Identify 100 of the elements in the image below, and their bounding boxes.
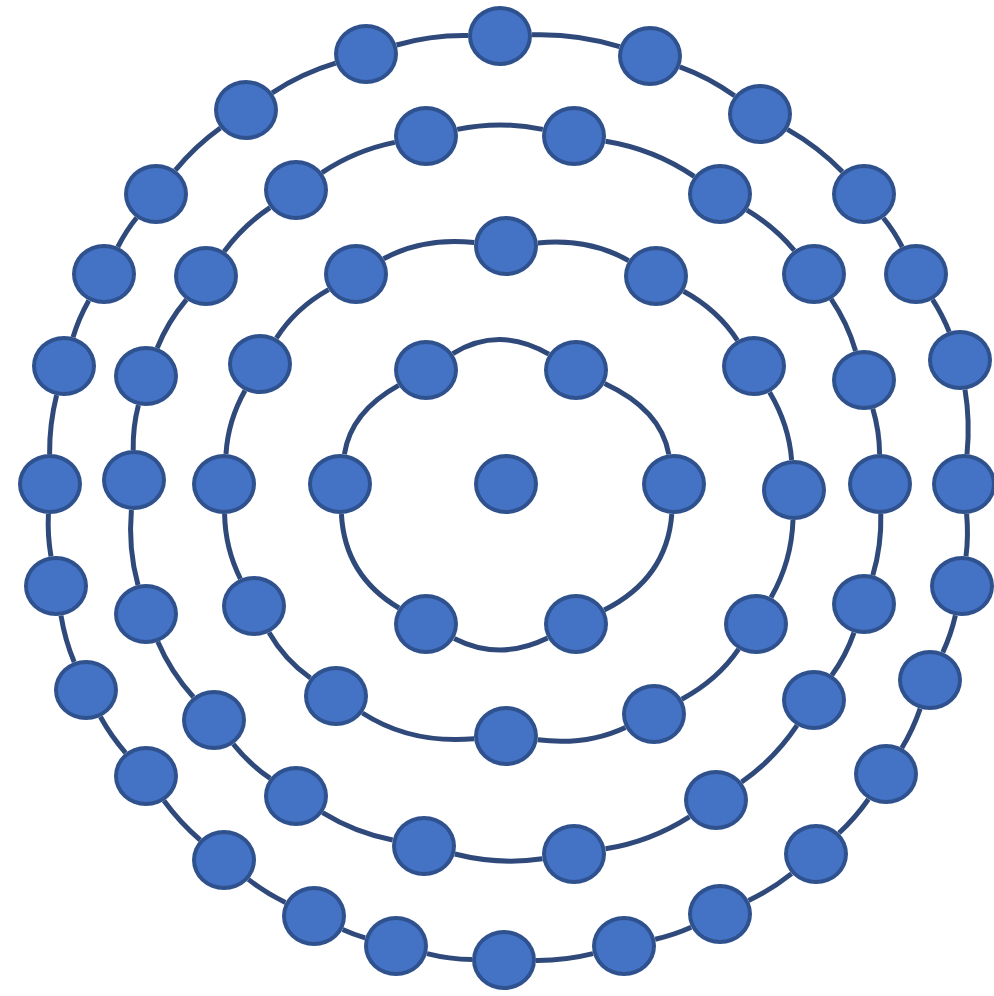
circle-node <box>928 330 992 390</box>
circle-node <box>622 684 686 744</box>
connector-line <box>320 139 396 175</box>
circle-node <box>308 454 372 514</box>
circle-node <box>304 666 368 726</box>
connector-line <box>768 519 796 599</box>
circle-node <box>544 340 608 400</box>
connector-line <box>747 871 794 903</box>
connector-line <box>162 799 202 842</box>
connector-line <box>829 631 857 677</box>
connector-line <box>395 33 468 48</box>
circle-node <box>688 164 752 224</box>
circle-node <box>472 930 536 990</box>
connector-line <box>962 389 971 455</box>
connector-line <box>837 797 871 835</box>
circle-node <box>782 670 846 730</box>
circle-node <box>222 576 286 636</box>
circle-node <box>124 164 188 224</box>
circle-node <box>782 244 846 304</box>
connector-line <box>341 927 366 941</box>
connector-line <box>745 208 797 253</box>
circle-node <box>592 916 656 976</box>
circle-node <box>32 336 96 396</box>
connector-line <box>338 513 401 611</box>
connector-line <box>899 707 923 750</box>
circle-node <box>18 454 82 514</box>
connector-line <box>456 122 544 132</box>
connector-line <box>740 723 800 785</box>
connector-line <box>829 297 858 352</box>
connector-line <box>536 951 594 963</box>
circle-node <box>214 80 278 140</box>
connector-line <box>605 138 696 179</box>
connector-line <box>426 951 473 963</box>
connector-line <box>47 394 60 454</box>
circle-node <box>832 350 896 410</box>
circle-node <box>282 886 346 946</box>
circle-node <box>854 744 918 804</box>
circle-node <box>884 244 948 304</box>
connector-line <box>270 60 337 95</box>
connector-line <box>128 509 141 586</box>
connector-line <box>537 239 630 263</box>
connector-line <box>678 64 737 98</box>
connector-line <box>451 337 550 357</box>
circle-node <box>474 454 538 514</box>
circle-node <box>684 770 748 830</box>
connector-line <box>603 381 672 455</box>
circle-node <box>264 160 328 220</box>
connector-line <box>266 631 312 680</box>
circle-node <box>364 916 428 976</box>
connector-line <box>45 513 54 557</box>
circle-node <box>334 24 398 84</box>
circle-node <box>24 556 88 616</box>
circle-node <box>932 454 994 514</box>
connector-line <box>98 715 128 755</box>
connector-line <box>531 32 621 49</box>
connector-line <box>222 513 243 580</box>
circle-node <box>832 164 896 224</box>
circle-node <box>54 660 118 720</box>
circle-node <box>72 244 136 304</box>
circle-node <box>762 460 826 520</box>
circle-node <box>722 336 786 396</box>
connector-line <box>130 404 141 450</box>
circle-node <box>102 450 166 510</box>
circle-node <box>324 244 388 304</box>
connector-line <box>786 127 845 174</box>
connector-line <box>930 298 952 333</box>
circle-node <box>182 690 246 750</box>
connector-line <box>454 851 543 864</box>
circle-node <box>898 650 962 710</box>
circle-node <box>542 824 606 884</box>
connector-line <box>115 216 139 249</box>
connector-line <box>231 742 272 781</box>
circle-node <box>642 454 706 514</box>
connector-line <box>361 710 475 743</box>
connector-line <box>680 647 741 702</box>
connector-line <box>154 298 189 349</box>
circle-node <box>688 884 752 944</box>
connector-line <box>682 289 740 342</box>
circle-node <box>228 334 292 394</box>
circle-node <box>192 830 256 890</box>
circle-node <box>264 766 328 826</box>
connector-line <box>603 513 675 613</box>
circle-node <box>394 106 458 166</box>
connector-line <box>537 725 627 744</box>
connector-line <box>173 126 222 172</box>
circle-node <box>728 84 792 144</box>
connector-line <box>453 635 549 653</box>
circle-node <box>474 706 538 766</box>
connector-line <box>274 287 330 340</box>
circle-node <box>832 574 896 634</box>
connector-line <box>881 216 905 249</box>
circle-node <box>468 6 532 66</box>
circle-node <box>114 584 178 644</box>
connector-line <box>870 408 883 455</box>
connector-line <box>70 299 91 338</box>
circle-node <box>394 340 458 400</box>
connector-line <box>223 389 248 455</box>
circle-node <box>114 346 178 406</box>
circle-node <box>392 816 456 876</box>
connector-line <box>58 615 77 663</box>
